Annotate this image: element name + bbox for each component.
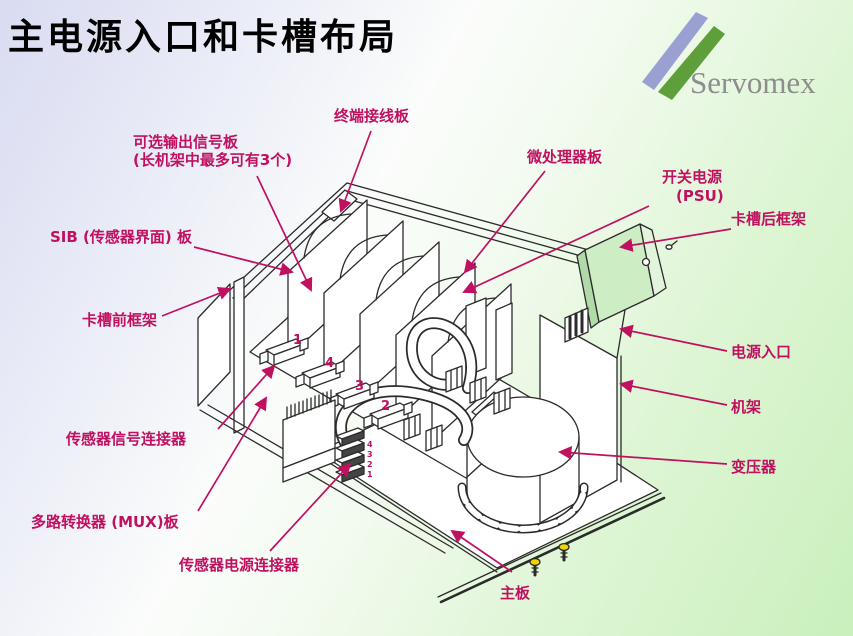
main-board-edge xyxy=(437,492,666,604)
front-frame-panel xyxy=(197,276,454,554)
callout-arrow-microprocessor-board xyxy=(463,170,546,274)
connector-number-1: 1 xyxy=(293,333,303,348)
cable-loop-1 xyxy=(405,317,478,394)
connector-number-4: 4 xyxy=(325,356,335,371)
cable-connector-blocks xyxy=(403,365,511,452)
connector-number-2: 2 xyxy=(381,399,391,414)
stack-number-1: 1 xyxy=(367,470,373,479)
callout-arrow-rear-card-frame xyxy=(618,228,732,252)
callout-arrow-transformer xyxy=(557,446,728,465)
sensor-signal-connector-3 xyxy=(329,381,379,410)
callout-arrow-sensor-power-connector xyxy=(269,462,352,552)
label-sensor-power-connector: 传感器电源连接器 xyxy=(179,556,300,574)
label-front-card-frame: 卡槽前框架 xyxy=(82,311,158,329)
callout-arrow-sensor-signal-connector xyxy=(217,364,276,430)
stack-number-4: 4 xyxy=(367,440,373,449)
label-rack: 机架 xyxy=(731,398,762,416)
callout-arrow-mux-board xyxy=(197,396,268,512)
servomex-logo: Servomex xyxy=(628,10,853,105)
callout-arrow-sib-board xyxy=(193,246,294,276)
label-optional-output-board: 可选输出信号板 xyxy=(133,133,239,151)
logo-wordmark: Servomex xyxy=(690,65,816,100)
sensor-signal-connector-4 xyxy=(295,360,345,389)
sensor-signal-connector-2 xyxy=(363,401,413,430)
label-transformer: 变压器 xyxy=(731,458,777,476)
label-microprocessor-board: 微处理器板 xyxy=(527,148,603,166)
callout-arrow-front-card-frame xyxy=(161,286,232,317)
callout-arrow-main-board xyxy=(450,529,513,573)
logo-stroke-blue-icon xyxy=(642,12,708,90)
screw-1 xyxy=(529,557,541,577)
sensor-signal-connector-1 xyxy=(259,337,309,366)
label-power-inlet: 电源入口 xyxy=(731,343,792,361)
callout-arrow-optional-output-board xyxy=(256,175,313,292)
stack-number-2: 2 xyxy=(367,460,373,469)
logo-stroke-green-icon xyxy=(658,26,725,100)
stack-number-3: 3 xyxy=(367,450,373,459)
label-optional-output-board-note: (长机架中最多可有3个) xyxy=(133,151,293,169)
label-sib-board: SIB (传感器界面) 板 xyxy=(50,228,192,246)
slide-title: 主电源入口和卡槽布局 xyxy=(8,16,399,58)
screw-2 xyxy=(558,542,570,562)
label-terminal-board: 终端接线板 xyxy=(334,107,410,125)
callout-arrow-power-inlet xyxy=(619,324,728,352)
label-psu-abbrev: (PSU) xyxy=(676,187,724,205)
label-mux-board: 多路转换器 (MUX)板 xyxy=(31,513,179,531)
callout-arrow-rack xyxy=(618,379,728,406)
label-psu: 开关电源 xyxy=(662,168,723,186)
label-sensor-signal-connector: 传感器信号连接器 xyxy=(66,430,187,448)
callout-arrow-psu xyxy=(462,205,650,294)
callout-arrow-terminal-board xyxy=(338,130,372,213)
psu-inlet-box xyxy=(564,223,678,343)
cable-loop-2 xyxy=(335,385,474,458)
connector-number-3: 3 xyxy=(355,379,365,394)
logo-brush-strokes xyxy=(642,12,725,100)
callout-arrows xyxy=(161,130,732,573)
label-rear-card-frame: 卡槽后框架 xyxy=(731,210,807,228)
label-main-board: 主板 xyxy=(500,584,531,602)
mux-connector xyxy=(282,389,336,483)
